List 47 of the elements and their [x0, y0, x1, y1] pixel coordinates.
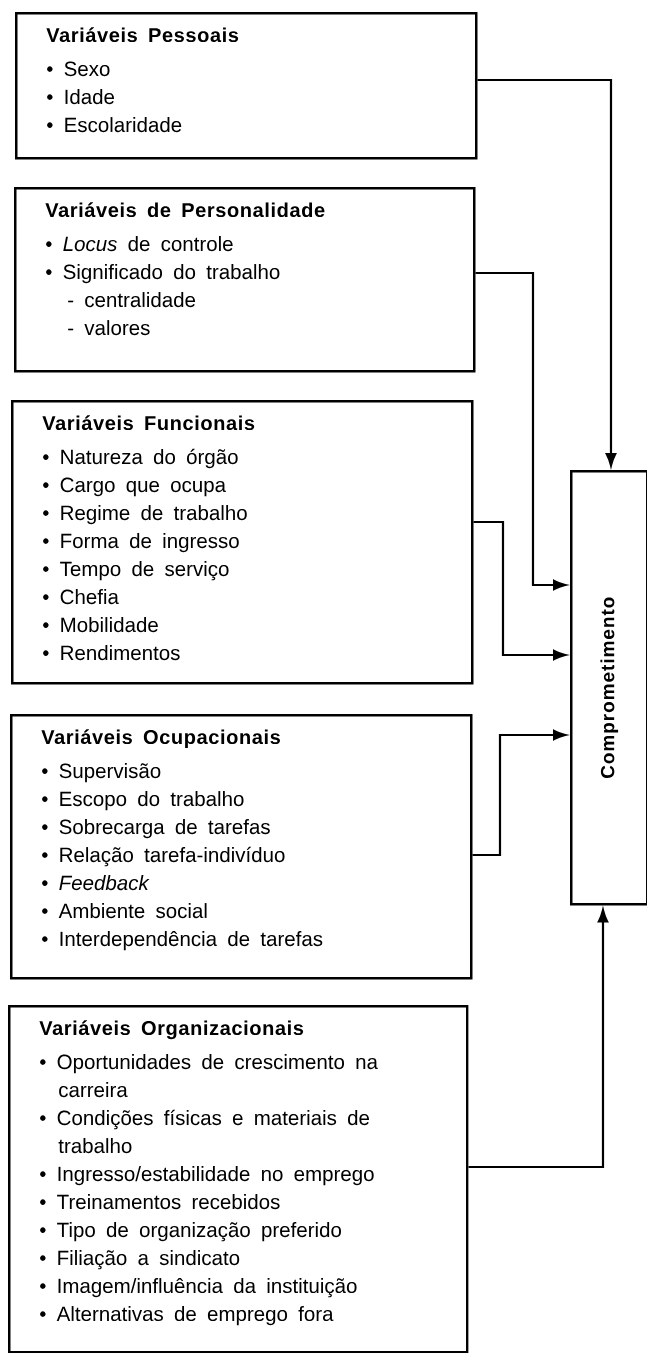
list-item: - valores — [68, 320, 150, 336]
list-item: • Escolaridade — [47, 117, 182, 133]
list-item: • Tempo de serviço — [43, 561, 229, 581]
variable-box — [10, 714, 473, 980]
variable-box — [14, 187, 476, 373]
variable-box — [15, 12, 478, 160]
list-item: - centralidade — [68, 292, 196, 308]
list-item: • Regime de trabalho — [43, 505, 247, 525]
list-item: • Alternativas de emprego fora — [40, 1306, 334, 1326]
arrow — [477, 78, 617, 467]
list-item: • Condições físicas e materiais de trabalho — [40, 1109, 369, 1154]
list-item: • Imagem/influência da instituição — [40, 1278, 357, 1298]
box-heading: Variáveis Ocupacionais — [41, 729, 280, 749]
list-item: • Oportunidades de crescimento na carreira — [40, 1054, 378, 1098]
arrow — [473, 520, 567, 661]
list-item: • Rendimentos — [43, 645, 180, 661]
list-item: • Interdependência de tarefas — [42, 931, 323, 951]
list-item: • Mobilidade — [43, 617, 158, 633]
variable-box — [8, 1005, 469, 1353]
box-heading: Variáveis Funcionais — [42, 415, 255, 431]
list-item: • Idade — [47, 89, 115, 105]
box-heading: Variáveis de Personalidade — [45, 202, 325, 218]
list-item: • Chefia — [43, 589, 119, 605]
arrow — [475, 271, 567, 591]
list-item: • Cargo que ocupa — [43, 477, 226, 497]
list-item: • Supervisão — [42, 763, 161, 783]
list-item: • Tipo de organização preferido — [40, 1222, 341, 1242]
list-item: • Natureza do órgão — [43, 448, 238, 469]
arrow — [468, 909, 609, 1169]
list-item: • Ingresso/estabilidade no emprego — [40, 1166, 374, 1186]
list-item: • Relação tarefa-indivíduo — [42, 846, 285, 867]
outcome-box — [570, 470, 647, 906]
list-item: • Escopo do trabalho — [42, 791, 244, 811]
list-item: • Ambiente social — [42, 903, 207, 919]
list-item: • Filiação a sindicato — [40, 1250, 240, 1270]
list-item: • Feedback — [42, 875, 150, 891]
list-item: • Treinamentos recebidos — [40, 1194, 280, 1210]
outcome-label: Comprometimento — [600, 597, 619, 779]
arrow — [472, 729, 567, 857]
list-item: • Sexo — [47, 61, 110, 77]
list-item: • Significado do trabalho — [46, 264, 280, 284]
box-heading: Variáveis Pessoais — [46, 27, 239, 43]
box-heading: Variáveis Organizacionais — [39, 1020, 304, 1040]
list-item: • Sobrecarga de tarefas — [42, 819, 270, 839]
list-item: • Forma de ingresso — [43, 533, 239, 553]
list-item: • Locus de controle — [46, 236, 233, 252]
variable-box — [11, 400, 474, 685]
